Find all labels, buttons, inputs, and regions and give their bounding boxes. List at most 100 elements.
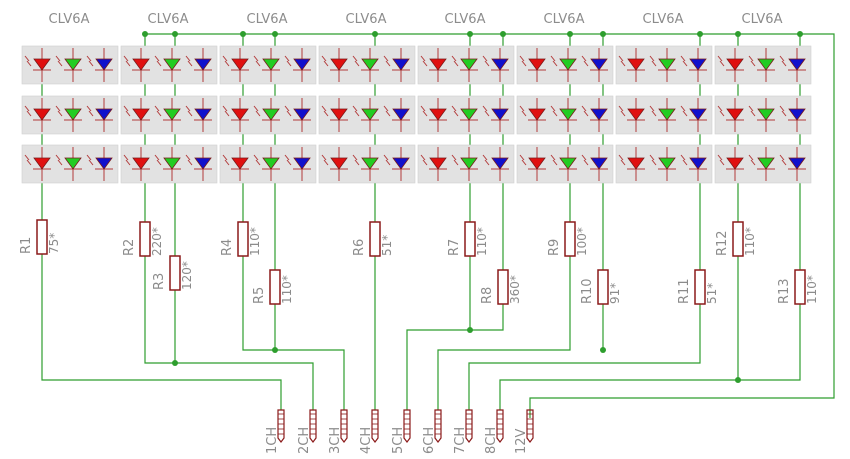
led-arrow — [583, 110, 589, 117]
wire — [468, 35, 701, 410]
green-led-icon — [559, 108, 577, 121]
led-arrow — [581, 55, 587, 62]
led-arrow — [321, 105, 327, 112]
red-led-icon — [528, 108, 546, 121]
led-arrow — [222, 105, 228, 112]
led-module — [516, 45, 614, 85]
blue-led-icon — [491, 157, 509, 170]
led-arrow — [185, 154, 191, 161]
led-arrow — [222, 154, 228, 161]
red-led-icon — [726, 157, 744, 170]
wire — [738, 35, 801, 381]
led-arrow — [383, 55, 389, 62]
led-arrow — [224, 60, 230, 67]
junction-dot — [467, 327, 473, 333]
resistor-ref: R6 — [352, 239, 367, 256]
resistor-body — [564, 221, 576, 257]
led-arrow — [482, 154, 488, 161]
led-arrow — [57, 110, 63, 117]
led-arrow — [284, 105, 290, 112]
wire — [437, 35, 571, 410]
junction-dot — [172, 31, 178, 37]
led-module — [21, 95, 119, 135]
led-module — [21, 144, 119, 184]
led-arrow — [385, 110, 391, 117]
led-arrow — [779, 55, 785, 62]
resistor-body — [369, 221, 381, 257]
blue-led-icon — [293, 58, 311, 71]
led-arrow — [550, 55, 556, 62]
led-arrow — [88, 60, 94, 67]
led-arrow — [649, 105, 655, 112]
module-label: CLV6A — [742, 12, 783, 27]
blue-led-icon — [293, 108, 311, 121]
red-led-icon — [132, 58, 150, 71]
led-arrow — [651, 60, 657, 67]
led-arrow — [552, 159, 558, 166]
resistor-ref: R2 — [122, 239, 137, 256]
resistor-body — [237, 221, 249, 257]
led-modules-layer — [21, 45, 812, 184]
led-arrow — [682, 60, 688, 67]
resistor-body — [597, 269, 609, 305]
led-module — [318, 45, 416, 85]
led-arrow — [717, 105, 723, 112]
led-arrow — [717, 154, 723, 161]
connector-icon — [340, 409, 348, 443]
connector: 1CH — [265, 409, 285, 454]
led-arrow — [451, 154, 457, 161]
junction-dot — [600, 347, 606, 353]
junctions-layer — [142, 31, 803, 383]
module-label: CLV6A — [49, 12, 90, 27]
led-module — [516, 144, 614, 184]
led-arrow — [86, 154, 92, 161]
led-arrow — [750, 159, 756, 166]
connector-icon — [309, 409, 317, 443]
red-led-icon — [330, 157, 348, 170]
resistor-body — [794, 269, 806, 305]
led-arrow — [224, 159, 230, 166]
green-led-icon — [460, 58, 478, 71]
blue-led-icon — [689, 58, 707, 71]
led-module — [516, 95, 614, 135]
led-arrow — [618, 154, 624, 161]
led-arrow — [24, 55, 30, 62]
led-arrow — [255, 60, 261, 67]
led-arrow — [519, 154, 525, 161]
blue-led-icon — [788, 58, 806, 71]
resistor-value: 220* — [150, 227, 164, 256]
led-arrow — [125, 60, 131, 67]
resistor-value: 360* — [508, 275, 522, 304]
led-arrow — [187, 60, 193, 67]
led-arrow — [57, 60, 63, 67]
connector: 3CH — [328, 409, 348, 454]
blue-led-icon — [194, 108, 212, 121]
led-module — [417, 45, 515, 85]
blue-led-icon — [590, 157, 608, 170]
led-arrow — [748, 105, 754, 112]
junction-dot — [735, 31, 741, 37]
led-arrow — [354, 60, 360, 67]
junction-dot — [697, 31, 703, 37]
led-module — [219, 45, 317, 85]
green-led-icon — [757, 58, 775, 71]
led-arrow — [484, 60, 490, 67]
red-led-icon — [627, 157, 645, 170]
led-arrow — [779, 154, 785, 161]
green-led-icon — [361, 157, 379, 170]
resistor-value: 110* — [475, 227, 489, 256]
junction-dot — [600, 31, 606, 37]
led-arrow — [453, 110, 459, 117]
led-arrow — [385, 159, 391, 166]
resistor-ref: R10 — [580, 278, 595, 304]
module-label: CLV6A — [445, 12, 486, 27]
red-led-icon — [726, 108, 744, 121]
junction-dot — [467, 31, 473, 37]
connector-icon — [277, 409, 285, 443]
led-arrow — [125, 159, 131, 166]
resistor-body — [694, 269, 706, 305]
green-led-icon — [757, 108, 775, 121]
